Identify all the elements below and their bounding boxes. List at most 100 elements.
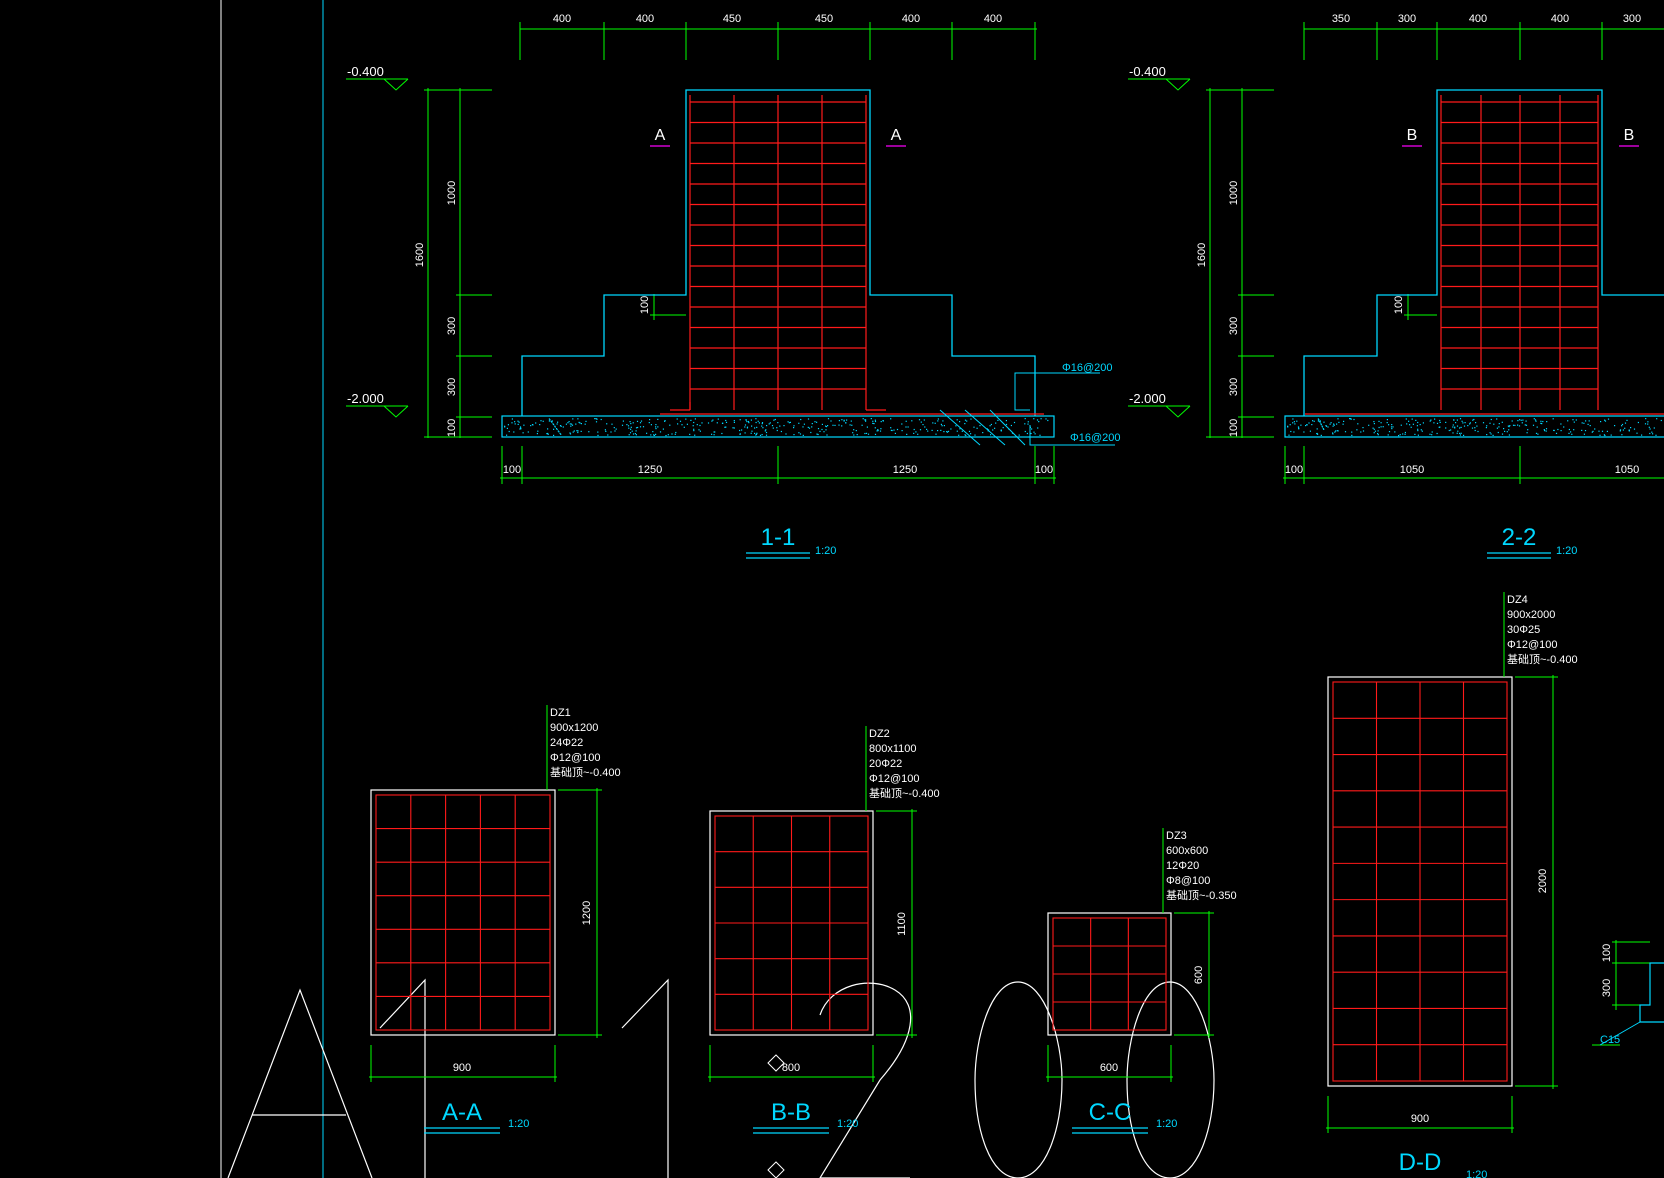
hatch-dot bbox=[1456, 432, 1458, 434]
hatch-dot bbox=[1508, 429, 1510, 431]
hatch-dot bbox=[667, 434, 669, 436]
hatch-dot bbox=[622, 420, 624, 422]
hatch-dot bbox=[1392, 426, 1394, 428]
hatch-dot bbox=[1024, 423, 1026, 425]
hatch-dot bbox=[1033, 418, 1035, 420]
hatch-dot bbox=[1454, 427, 1456, 429]
hatch-dot bbox=[664, 420, 666, 422]
section-c-c: DZ3 600x600 12Φ20 Φ8@100 基础顶~-0.350 600 … bbox=[1046, 828, 1237, 1134]
hatch-dot bbox=[635, 430, 637, 432]
hatch-dot bbox=[783, 425, 785, 427]
hatch-dot bbox=[686, 423, 688, 425]
column-notes: DZ4 900x2000 30Φ25 Φ12@100 基础顶~-0.400 bbox=[1507, 594, 1578, 666]
hatch-dot bbox=[1649, 432, 1651, 435]
hatch-dot bbox=[1485, 427, 1487, 429]
hatch-dot bbox=[506, 434, 508, 436]
note-line-1: DZ1 bbox=[550, 707, 571, 719]
hatch-dot bbox=[941, 425, 943, 427]
hatch-dot bbox=[713, 431, 715, 433]
hatch-dot bbox=[568, 421, 570, 423]
hatch-dot bbox=[865, 419, 867, 421]
hatch-dot bbox=[558, 431, 560, 433]
hatch-dot bbox=[750, 419, 752, 421]
bottom-dim-1: 100 bbox=[503, 464, 521, 476]
hatch-dot bbox=[1475, 422, 1477, 424]
hatch-dot bbox=[817, 428, 820, 430]
hatch-dot bbox=[785, 433, 787, 435]
section-title: 2-2 bbox=[1502, 524, 1537, 551]
hatch-dot bbox=[1504, 430, 1506, 432]
left-dim-total: 1600 bbox=[414, 243, 426, 267]
section-d-d: DZ4 900x2000 30Φ25 Φ12@100 基础顶~-0.400 20… bbox=[1326, 592, 1578, 1178]
hatch-dot bbox=[1330, 422, 1332, 424]
hatch-dot bbox=[518, 421, 520, 423]
hatch-dot bbox=[1571, 433, 1573, 435]
hatch-dot bbox=[559, 432, 561, 435]
hatch-dot bbox=[970, 433, 972, 435]
hatch-dot bbox=[961, 430, 963, 432]
hatch-dot bbox=[1517, 420, 1519, 422]
top-dim-1: 400 bbox=[553, 13, 571, 25]
hatch-dot bbox=[947, 430, 950, 432]
hatch-dot bbox=[1319, 420, 1321, 422]
hatch-dot bbox=[864, 419, 866, 421]
hatch-dot bbox=[1394, 431, 1396, 433]
section-marker-a-right: A bbox=[891, 127, 902, 144]
hatch-dot bbox=[776, 429, 778, 432]
hatch-dot bbox=[1472, 419, 1474, 421]
hatch-dot bbox=[1456, 419, 1458, 421]
hatch-dot bbox=[639, 422, 642, 424]
hatch-dot bbox=[548, 418, 550, 420]
level-mark-bottom bbox=[1128, 405, 1191, 418]
hatch-dot bbox=[771, 425, 774, 427]
hatch-dot bbox=[716, 422, 718, 424]
hatch-dot bbox=[1013, 421, 1016, 424]
hatch-dot bbox=[549, 419, 551, 421]
hatch-dot bbox=[958, 434, 960, 436]
level-label-top: -0.400 bbox=[1129, 64, 1166, 79]
hatch-dot bbox=[1573, 421, 1575, 423]
hatch-dot bbox=[542, 420, 544, 422]
hatch-dot bbox=[926, 428, 928, 430]
hatch-dot bbox=[677, 423, 679, 425]
hatch-dot bbox=[932, 422, 934, 424]
hatch-dot bbox=[799, 433, 802, 435]
hatch-dot bbox=[872, 420, 874, 422]
hatch-dot bbox=[759, 434, 762, 436]
hatch-dot bbox=[807, 418, 810, 420]
hatch-dot bbox=[514, 421, 516, 423]
note-line-2: 800x1100 bbox=[869, 743, 917, 755]
hatch-dot bbox=[1452, 426, 1454, 428]
bottom-dim-3: 1250 bbox=[893, 464, 917, 476]
bottom-dim-1: 100 bbox=[1285, 464, 1303, 476]
section-scale: 1:20 bbox=[815, 545, 836, 557]
stamp-glyph-1b bbox=[621, 978, 669, 1178]
hatch-dot bbox=[1581, 422, 1583, 424]
note-line-5: 基础顶~-0.350 bbox=[1166, 889, 1237, 902]
hatch-dot bbox=[1026, 432, 1028, 435]
hatch-dot bbox=[1318, 419, 1320, 421]
hatch-dot bbox=[798, 422, 800, 424]
hatch-dot bbox=[1293, 421, 1295, 423]
hatch-dot bbox=[1545, 428, 1548, 430]
hatch-dot bbox=[555, 428, 558, 430]
hatch-dot bbox=[653, 434, 656, 436]
hatch-dot bbox=[570, 425, 572, 427]
hatch-dot bbox=[1320, 434, 1322, 436]
hatch-dot bbox=[821, 428, 823, 431]
hatch-dot bbox=[1636, 432, 1638, 434]
hatch-dot bbox=[570, 423, 573, 425]
hatch-dot bbox=[955, 425, 957, 427]
hatch-dot bbox=[896, 428, 899, 431]
hatch-dot bbox=[552, 423, 554, 425]
column-notes: DZ1 900x1200 24Φ22 Φ12@100 基础顶~-0.400 bbox=[550, 707, 621, 779]
hatch-dot bbox=[685, 418, 687, 420]
hatch-dot bbox=[874, 419, 876, 421]
hatch-dot bbox=[1583, 433, 1585, 435]
hatch-dot bbox=[1467, 425, 1469, 427]
hatch-dot bbox=[1594, 428, 1596, 430]
hatch-dot bbox=[788, 422, 790, 424]
hatch-dot bbox=[1337, 418, 1339, 420]
hatch-dot bbox=[1498, 423, 1500, 425]
